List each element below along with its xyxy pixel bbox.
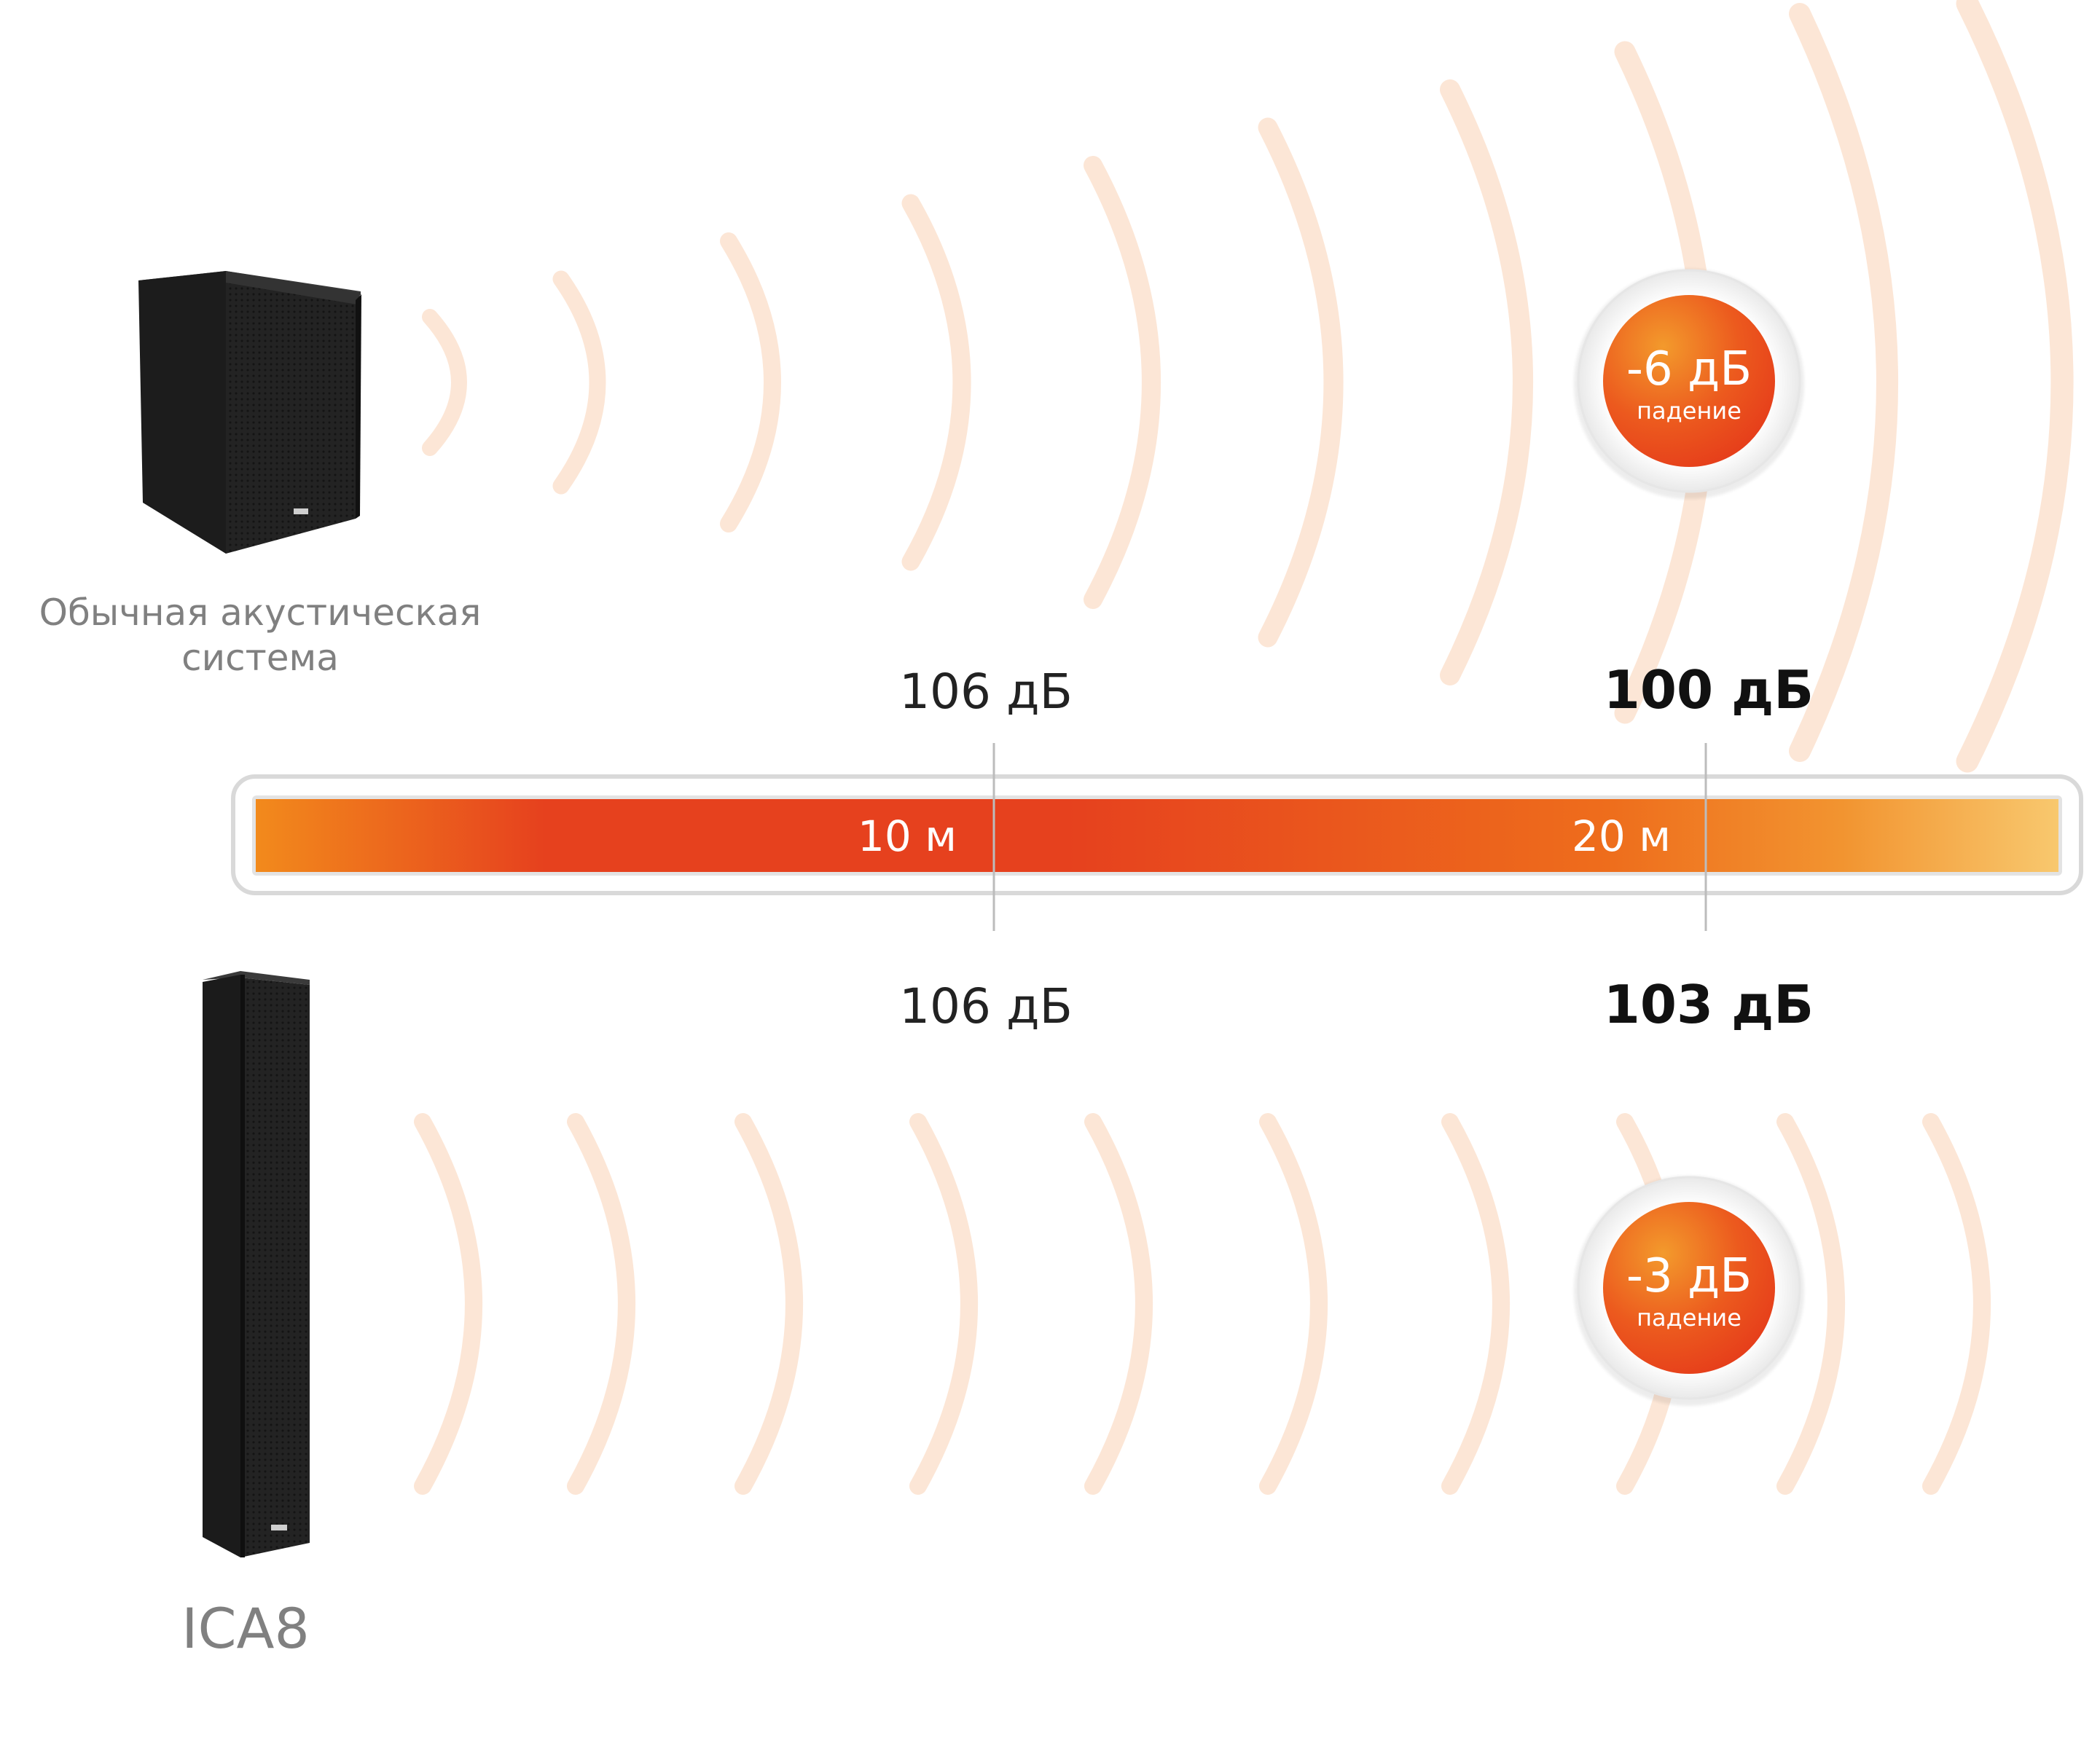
badge-drop-value-ica8: -3 дБ <box>1626 1249 1752 1303</box>
wave-arc-bottom <box>909 1113 978 1495</box>
wave-arc-bottom <box>567 1113 635 1495</box>
ica8-caption: ICA8 <box>181 1596 310 1661</box>
wave-arc-top <box>1258 117 1344 648</box>
badge-drop-label-ica8: падение <box>1637 1304 1741 1332</box>
distance-marker-10m: 10 м <box>858 811 957 861</box>
badge-drop-conventional: -6 дБ падение <box>1574 269 1804 499</box>
conventional-speaker-image <box>138 271 361 554</box>
badge-drop-ica8: -3 дБ падение <box>1574 1176 1804 1406</box>
wave-arc-bottom <box>1776 1113 1845 1495</box>
wave-arc-top <box>1440 79 1533 685</box>
conventional-level-10m: 106 дБ <box>899 664 1073 720</box>
wave-arc-bottom <box>1084 1113 1153 1495</box>
sound-waves-conventional <box>422 0 2074 773</box>
ica8-level-20m: 103 дБ <box>1604 974 1814 1035</box>
ica8-speaker-image <box>203 971 310 1557</box>
wave-arc-top <box>901 194 971 571</box>
wave-arc-top <box>1789 3 1898 762</box>
conventional-level-20m: 100 дБ <box>1604 659 1814 720</box>
wave-arc-top <box>1956 0 2074 773</box>
conventional-caption-line1: Обычная акустическая <box>39 592 482 634</box>
badge-drop-value-conventional: -6 дБ <box>1626 342 1752 396</box>
wave-arc-top <box>1084 156 1161 609</box>
wave-arc-bottom <box>734 1113 803 1495</box>
wave-arc-bottom <box>1922 1113 1991 1495</box>
ica8-level-10m: 106 дБ <box>899 978 1073 1034</box>
wave-arc-bottom <box>1259 1113 1328 1495</box>
wave-arc-top <box>422 309 467 456</box>
wave-arc-bottom <box>1441 1113 1510 1495</box>
badge-drop-label-conventional: падение <box>1637 397 1741 425</box>
distance-bar-fill <box>256 799 2058 872</box>
wave-arc-top <box>552 270 606 495</box>
distance-marker-20m: 20 м <box>1572 811 1671 861</box>
distance-bar: 10 м 20 м <box>231 774 2083 895</box>
conventional-caption-line2: система <box>181 637 339 679</box>
wave-arc-top <box>720 232 781 532</box>
wave-arc-bottom <box>414 1113 482 1495</box>
